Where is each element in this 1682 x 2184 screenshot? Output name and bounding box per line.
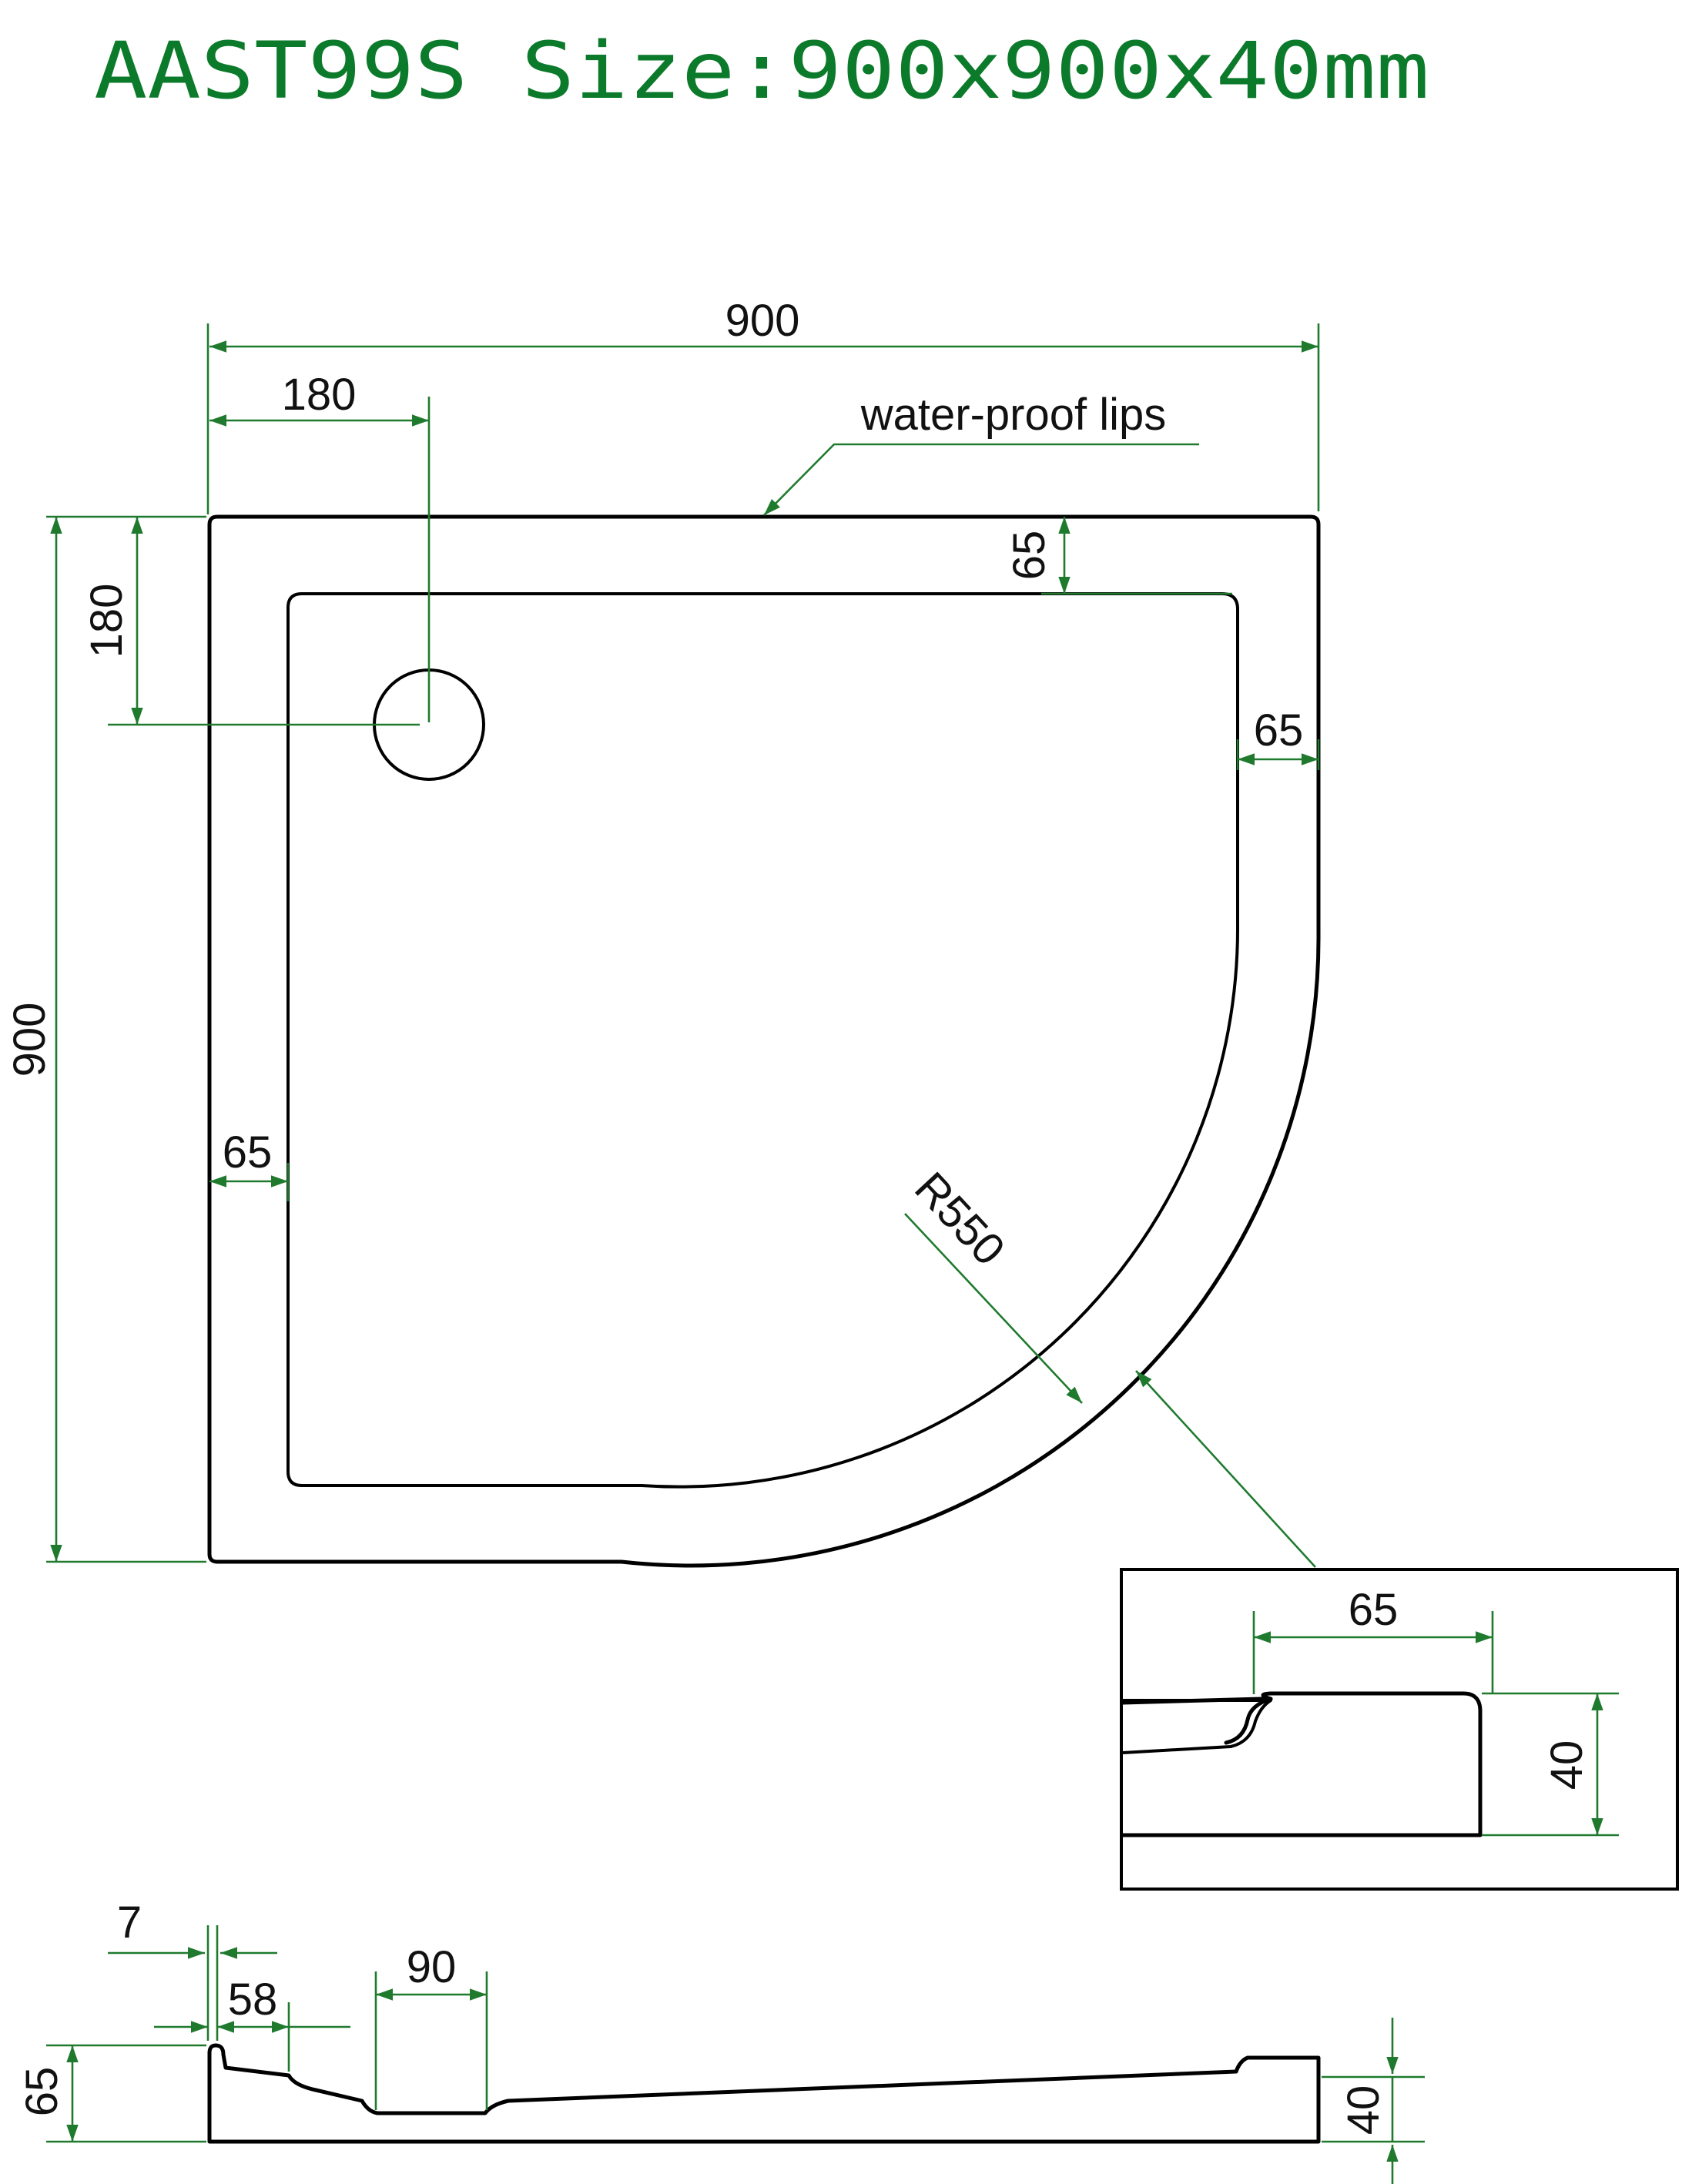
side-dim-rim-thickness: 7 <box>117 1898 142 1948</box>
side-dim-tray-height: 40 <box>1339 2085 1389 2135</box>
dim-overall-depth: 900 <box>5 1003 55 1077</box>
detail-frame <box>1120 1568 1679 1891</box>
dim-radius: R550 <box>905 1163 1014 1275</box>
tray-inner-outline <box>286 592 1240 1489</box>
side-view: 7 58 90 65 40 <box>17 1898 1425 2184</box>
detail-dim-height: 40 <box>1542 1740 1592 1790</box>
detail-dim-lip-width: 65 <box>1349 1585 1399 1635</box>
dimension-line-radius <box>904 1213 1083 1404</box>
detail-view: 65 40 <box>1120 1568 1679 1891</box>
dim-lip-left: 65 <box>223 1127 273 1177</box>
detail-lip-top <box>1121 1697 1273 1745</box>
detail-leader <box>1135 1370 1316 1568</box>
dim-drain-offset-y: 180 <box>82 584 132 658</box>
dim-drain-offset-x: 180 <box>282 370 357 420</box>
callout-leader <box>763 443 1199 516</box>
side-dim-channel-width: 90 <box>407 1942 457 1992</box>
side-dim-step-width: 58 <box>228 1975 278 2025</box>
dim-overall-width: 900 <box>725 296 800 346</box>
drawing-title: AAST99S Size:900x900x40mm <box>94 25 1429 117</box>
plan-view: 900 180 water-proof lips 65 65 180 900 6… <box>5 296 1321 1568</box>
side-profile <box>207 2043 1321 2144</box>
tray-outer-outline <box>207 514 1321 1568</box>
dim-lip-right: 65 <box>1254 705 1304 755</box>
callout-water-proof-lips: water-proof lips <box>860 390 1166 440</box>
detail-lip-edge <box>1121 1691 1483 1837</box>
detail-lip-profile <box>1121 1699 1272 1754</box>
side-dim-rim-height: 65 <box>17 2067 67 2117</box>
dim-lip-top: 65 <box>1004 531 1054 581</box>
